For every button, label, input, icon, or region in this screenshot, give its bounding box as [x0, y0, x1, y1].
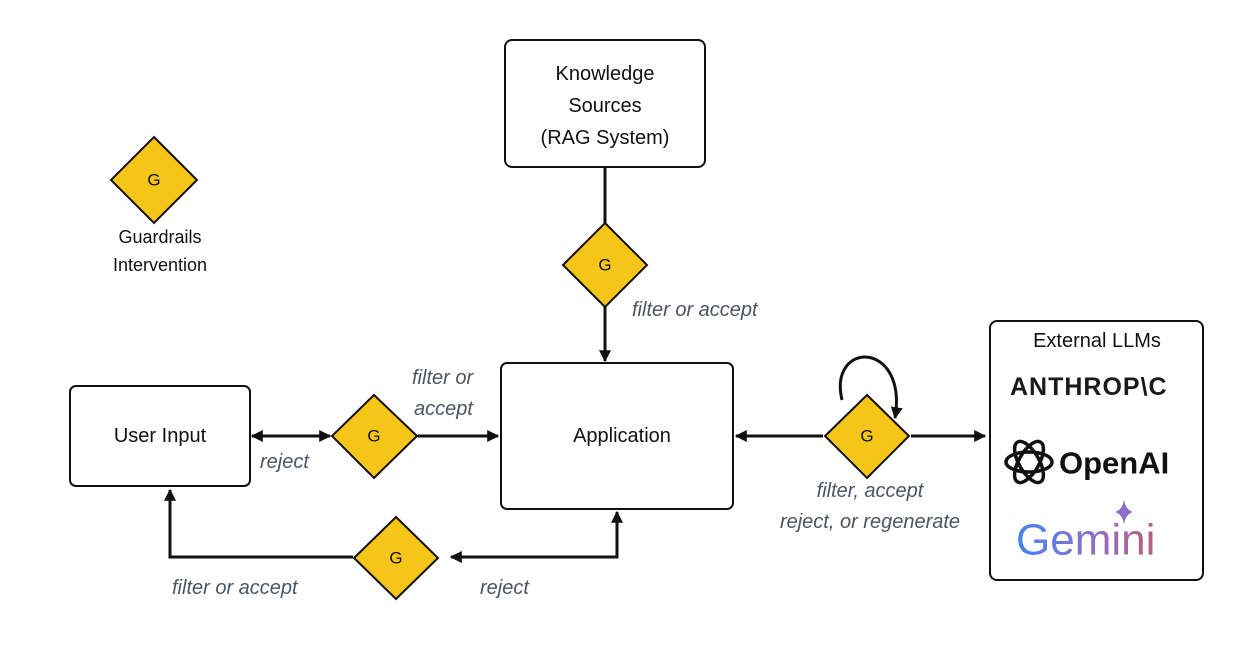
application-output-guardrail-arrow	[449, 510, 623, 563]
openai-logo-text: OpenAI	[1059, 446, 1169, 481]
knowledge-line3: (RAG System)	[541, 127, 670, 149]
guardrail-llm: G	[823, 393, 911, 480]
external-llms-box: External LLMs ANTHROP\C OpenAI Gemini	[989, 320, 1204, 581]
application-label: Application	[573, 425, 671, 447]
legend-label-line1: Guardrails	[118, 227, 201, 247]
guardrail-llm-icon	[823, 393, 911, 480]
knowledge-sources-box: Knowledge Sources (RAG System)	[504, 39, 706, 168]
output-reject-label: reject	[480, 577, 530, 599]
user-filter-label-line2: accept	[414, 398, 474, 420]
guardrail-output: G	[352, 515, 440, 601]
guardrail-llm-symbol: G	[860, 427, 873, 446]
guardrail-to-user-input-arrow	[164, 488, 353, 559]
llm-label-line2: reject, or regenerate	[780, 511, 960, 533]
application-box: Application	[500, 362, 734, 510]
knowledge-line1: Knowledge	[556, 63, 655, 85]
guardrail-user-input-symbol: G	[367, 427, 380, 446]
output-filter-label: filter or accept	[172, 577, 299, 599]
guardrail-user-input: G	[330, 393, 419, 480]
guardrail-output-symbol: G	[389, 549, 402, 568]
regenerate-loop-arrow	[838, 355, 903, 420]
external-llms-title: External LLMs	[1033, 330, 1161, 352]
anthropic-logo-text: ANTHROP\C	[1010, 373, 1168, 401]
user-reject-label: reject	[260, 451, 310, 473]
knowledge-line2: Sources	[568, 95, 641, 117]
user-input-box: User Input	[69, 385, 251, 487]
legend-guardrail-icon	[109, 135, 199, 225]
user-input-label: User Input	[114, 425, 207, 447]
gemini-logo-text: Gemini	[1016, 516, 1155, 565]
guardrail-knowledge-symbol: G	[598, 256, 611, 275]
openai-knot-icon	[1004, 439, 1054, 485]
guardrail-user-input-icon	[330, 393, 419, 480]
gemini-sparkle-icon	[1115, 500, 1133, 524]
legend-guardrail-symbol: G	[147, 171, 160, 190]
user-filter-label-line1: filter or	[412, 367, 474, 389]
legend: G Guardrails Intervention	[109, 135, 207, 275]
guardrail-knowledge-icon	[561, 221, 649, 309]
legend-label-line2: Intervention	[113, 255, 207, 275]
llm-label-line1: filter, accept	[817, 480, 925, 502]
guardrail-output-icon	[352, 515, 440, 601]
guardrail-knowledge: G	[561, 221, 649, 309]
knowledge-filter-label: filter or accept	[632, 299, 759, 321]
